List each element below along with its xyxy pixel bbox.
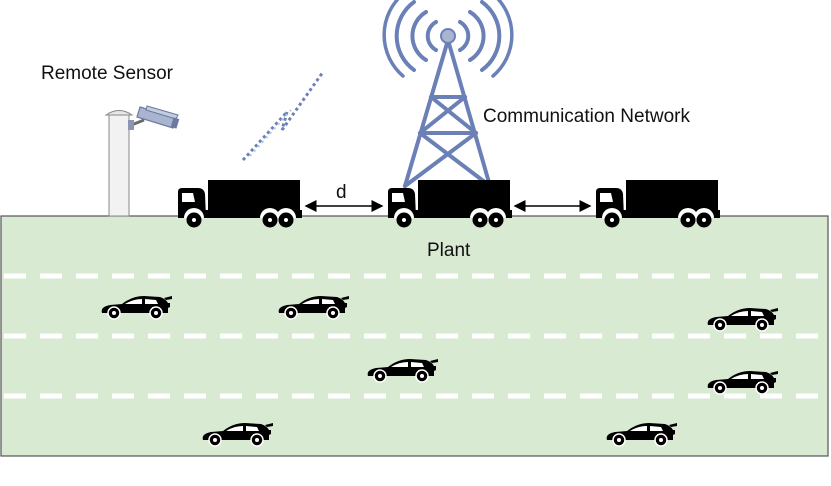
lightning-signal-icon <box>241 71 325 162</box>
plant-label: Plant <box>427 240 471 261</box>
distance-label: d <box>336 182 347 203</box>
remote-sensor-label: Remote Sensor <box>41 63 174 84</box>
camera-icon <box>128 105 180 130</box>
communication-network-label: Communication Network <box>483 106 690 127</box>
sensor-pole <box>108 112 130 217</box>
pole-cap <box>104 110 134 116</box>
cell-tower-icon <box>382 0 514 188</box>
lane-markings <box>4 273 826 399</box>
remote-sensor <box>104 105 180 217</box>
